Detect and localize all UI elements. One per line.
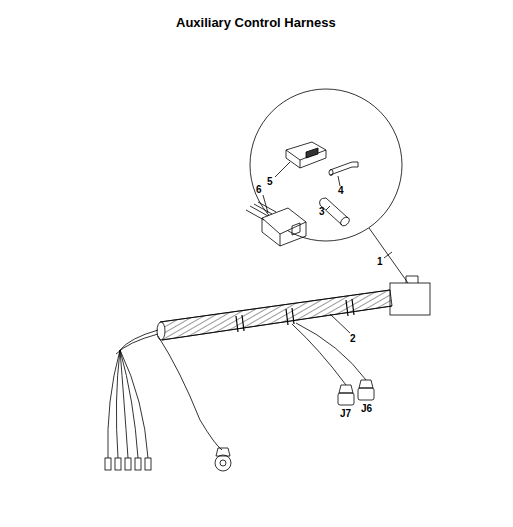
callout-leaders bbox=[263, 162, 392, 333]
wire-bundle bbox=[108, 330, 222, 458]
pin-contact bbox=[329, 162, 358, 176]
detail-circle bbox=[250, 89, 402, 241]
callout-number: 4 bbox=[338, 186, 344, 196]
connector-plug bbox=[246, 202, 306, 246]
spade-terminals bbox=[105, 458, 151, 470]
harness-sleeve bbox=[157, 290, 392, 340]
callout-number: 1 bbox=[377, 257, 383, 267]
jack-leads bbox=[292, 323, 374, 405]
callout-number: J7 bbox=[340, 409, 351, 419]
callout-number: 3 bbox=[319, 207, 325, 217]
leader-line bbox=[369, 228, 408, 283]
callout-number: 2 bbox=[350, 334, 356, 344]
callout-number: J6 bbox=[361, 404, 372, 414]
latch-part bbox=[286, 142, 326, 168]
ring-terminal bbox=[215, 448, 231, 471]
callout-number: 6 bbox=[256, 185, 262, 195]
callout-number: 5 bbox=[267, 177, 273, 187]
diagram-title: Auxiliary Control Harness bbox=[176, 16, 336, 29]
connector-housing bbox=[390, 276, 430, 315]
sleeve-part bbox=[320, 198, 351, 228]
